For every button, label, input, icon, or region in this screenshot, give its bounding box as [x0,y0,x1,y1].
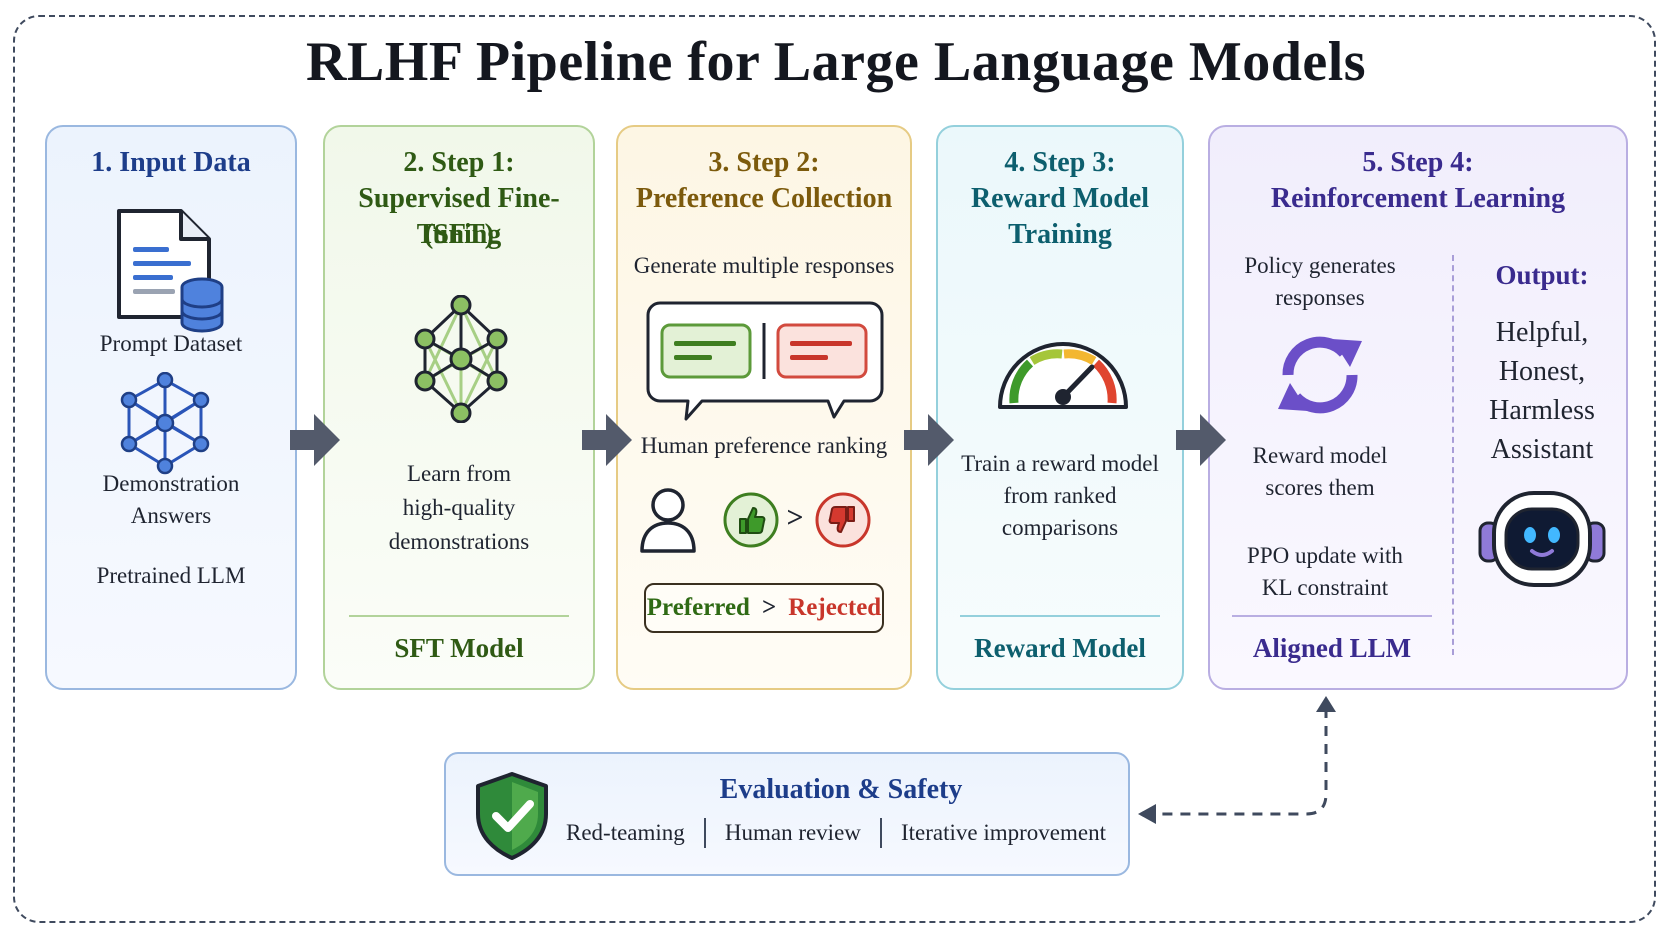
policy-line: Policy generates [1244,253,1396,278]
card-title: 1. Input Data [91,147,251,178]
neural-network-icon [414,295,508,423]
card-title-line: Training [1008,219,1112,250]
network-icon [120,372,210,475]
sft-body-line: Learn from [406,461,512,486]
evaluation-safety-panel: Evaluation & Safety Red-teaming Human re… [444,752,1130,876]
refresh-cycle-icon [1278,336,1362,414]
output-label: Output: [1495,260,1589,290]
card-title-line: Preference Collection [635,183,893,214]
reward-body-line: Train a reward model [961,451,1159,476]
comparison-sign: > [761,594,777,621]
card-reinforcement-learning: 5. Step 4: Reinforcement Learning Policy… [1208,125,1628,690]
flow-arrow-icon [290,414,340,466]
policy-line: responses [1275,285,1365,310]
divider [960,615,1160,617]
reward-body-line: comparisons [1001,515,1119,540]
evaluation-title: Evaluation & Safety [719,774,963,805]
sft-body-line: demonstrations [388,529,530,554]
assistant-line: Harmless [1489,395,1595,426]
rl-output: Aligned LLM [1252,633,1412,663]
card-title-line: 3. Step 2: [708,147,820,178]
ppo-line: KL constraint [1261,575,1389,600]
response-bubbles-icon [646,301,884,421]
evaluation-item: Red-teaming [566,820,685,845]
item-separator [703,818,706,848]
preferred-label: Preferred [646,594,750,621]
robot-assistant-icon [1478,491,1606,587]
evaluation-item: Human review [724,820,861,845]
divider [349,615,569,617]
ranking-label: Human preference ranking [640,433,888,458]
sft-body-line: high-quality [402,495,516,520]
flow-arrow-icon [1176,414,1226,466]
item-separator [879,818,882,848]
card-sft: 2. Step 1: Supervised Fine-Tuning (SFT) … [323,125,595,690]
card-title-line: Reinforcement Learning [1270,183,1566,214]
card-title-line: 2. Step 1: [403,147,515,178]
flow-arrow-icon [904,414,954,466]
card-title-line: Reward Model [970,183,1150,214]
card-input-data: 1. Input Data Prompt Dataset Demonstrati… [45,125,297,690]
document-database-icon [117,209,224,333]
assistant-line: Honest, [1498,356,1586,387]
preferred-rejected-box: Preferred > Rejected [644,583,884,633]
input-item: Demonstration [102,471,240,496]
input-item: Pretrained LLM [96,563,246,588]
thumbs-down-icon [815,492,871,548]
thumbs-up-icon [723,492,779,548]
sft-output: SFT Model [394,633,524,663]
feedback-connector [1138,696,1336,824]
card-title-line: (SFT) [424,219,494,250]
card-title-line: 5. Step 4: [1362,147,1474,178]
card-title-line: Supervised Fine-Tuning [358,183,560,250]
comparison-sign: > [786,501,804,534]
vertical-dashed-divider [1452,255,1454,655]
divider [1232,615,1432,617]
flow-arrow-icon [582,414,632,466]
diagram-frame [13,15,1656,923]
card-preference: 3. Step 2: Preference Collection Generat… [616,125,912,690]
ppo-line: PPO update with [1247,543,1403,568]
scores-line: scores them [1265,475,1375,500]
evaluation-item: Iterative improvement [900,820,1106,845]
input-item: Answers [130,503,212,528]
assistant-line: Assistant [1490,434,1594,465]
reward-output: Reward Model [974,633,1146,663]
generate-label: Generate multiple responses [633,253,895,278]
card-title-line: 4. Step 3: [1004,147,1116,178]
person-icon [640,488,696,553]
card-reward-model: 4. Step 3: Reward Model Training Train a… [936,125,1184,690]
assistant-line: Helpful, [1495,317,1589,348]
scores-line: Reward model [1252,443,1388,468]
gauge-icon [998,342,1128,409]
diagram-title: RLHF Pipeline for Large Language Models [305,31,1367,93]
reward-body-line: from ranked [1003,483,1117,508]
shield-check-icon [476,772,548,860]
evaluation-items: Red-teaming Human review Iterative impro… [566,818,1106,848]
input-item: Prompt Dataset [99,331,243,356]
rejected-label: Rejected [788,594,882,621]
